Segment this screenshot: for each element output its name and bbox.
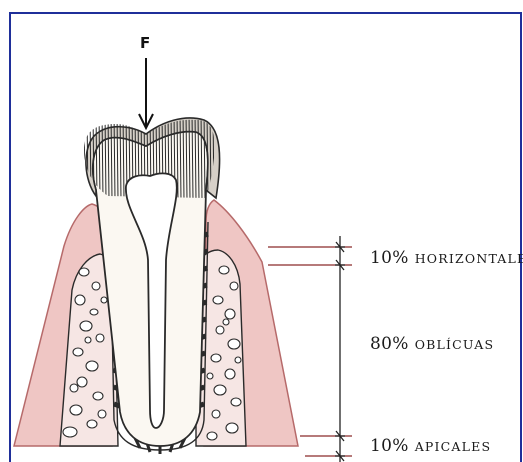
horizontal-percent: 10%: [370, 248, 409, 268]
bone-dot: [73, 348, 83, 356]
bone-dot: [87, 420, 97, 428]
measurement-bracket: [335, 236, 345, 462]
bone-dot: [211, 354, 221, 362]
bone-dot: [207, 432, 217, 440]
bone-dot: [225, 369, 235, 379]
force-label: F: [140, 34, 150, 52]
bone-dot: [98, 410, 106, 418]
bone-dot: [80, 321, 92, 331]
bone-dot: [223, 319, 229, 325]
bone-dot: [79, 268, 89, 276]
apical-name: APICALES: [415, 439, 492, 454]
horizontal-name: HORIZONTALES: [415, 251, 523, 266]
bone-dot: [93, 392, 103, 400]
enamel-stripe: [84, 112, 85, 200]
bone-dot: [96, 334, 104, 342]
bone-dot: [212, 410, 220, 418]
bone-dot: [230, 282, 238, 290]
apical-fibers-label: 10% APICALES: [370, 436, 491, 456]
bone-dot: [70, 405, 82, 415]
bone-dot: [225, 309, 235, 319]
oblique-name: OBLÍCUAS: [415, 337, 495, 352]
bone-dot: [70, 384, 78, 392]
bone-dot: [213, 296, 223, 304]
bone-dot: [207, 373, 213, 379]
bone-dot: [219, 266, 229, 274]
bone-dot: [228, 339, 240, 349]
bone-dot: [85, 337, 91, 343]
bone-dot: [226, 423, 238, 433]
bone-dot: [235, 357, 241, 363]
bone-dot: [75, 295, 85, 305]
bone-dot: [90, 309, 98, 315]
bone-dot: [231, 398, 241, 406]
oblique-percent: 80%: [370, 334, 409, 354]
bone-dot: [214, 385, 226, 395]
bone-dot: [77, 377, 87, 387]
apical-percent: 10%: [370, 436, 409, 456]
bone-dot: [101, 297, 107, 303]
oblique-fibers-label: 80% OBLÍCUAS: [370, 334, 494, 354]
horizontal-fibers-label: 10% HORIZONTALES: [370, 248, 523, 268]
bone-dot: [63, 427, 77, 437]
enamel-stripe: [222, 112, 223, 200]
bone-dot: [92, 282, 100, 290]
enamel-stripe: [87, 112, 88, 200]
bone-dot: [86, 361, 98, 371]
bone-dot: [216, 326, 224, 334]
